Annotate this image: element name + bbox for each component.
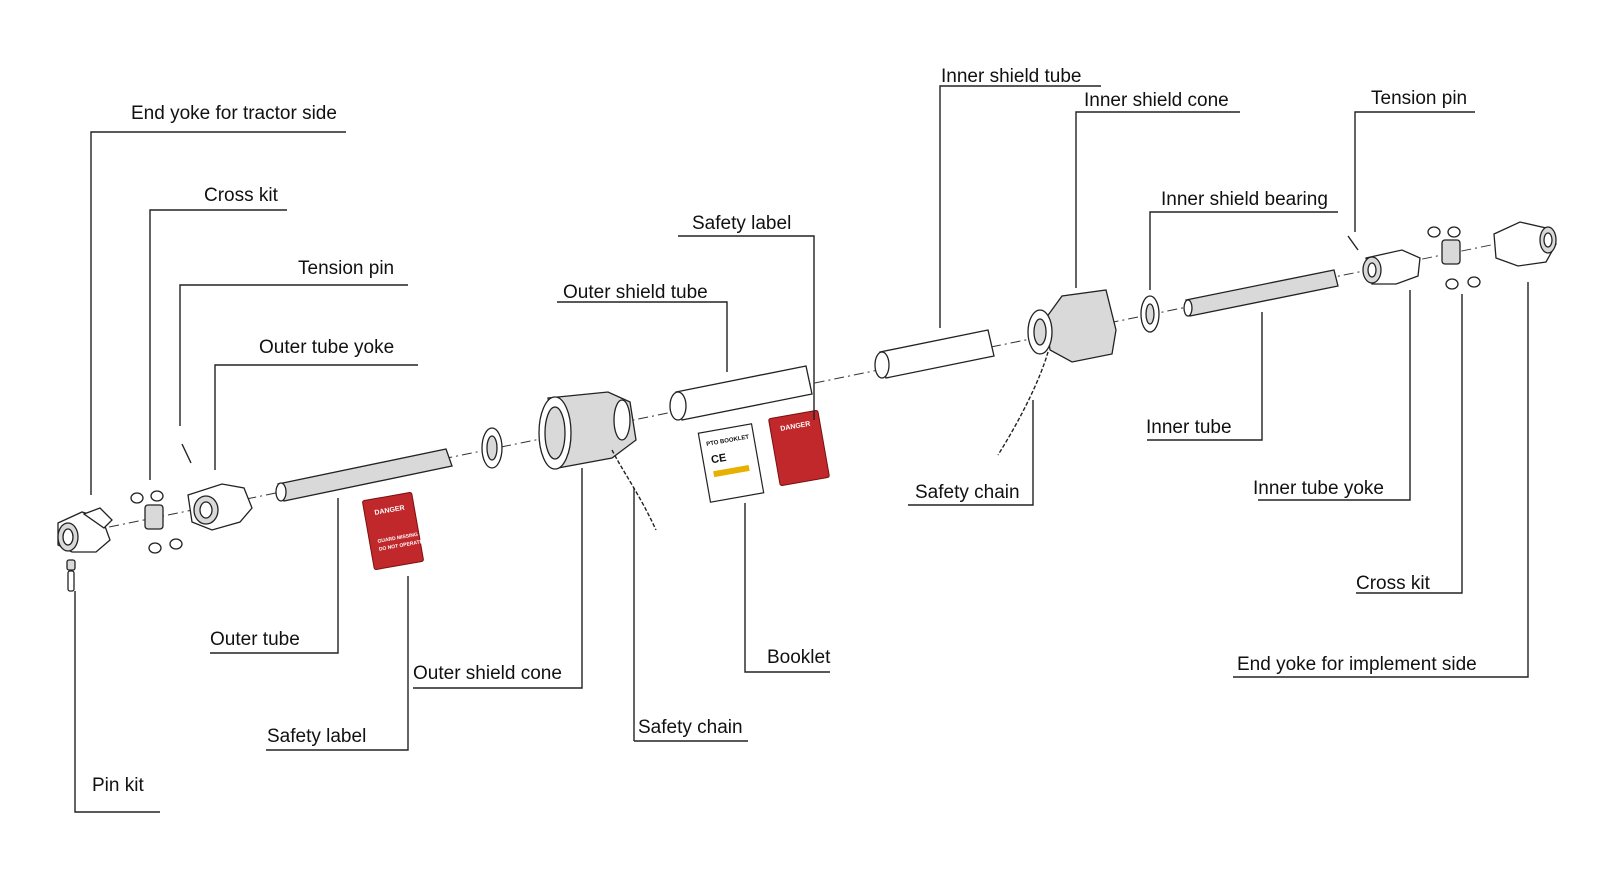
safety-chain-right-part xyxy=(997,351,1049,456)
label-end-yoke-tractor: End yoke for tractor side xyxy=(131,103,337,124)
label-outer-tube: Outer tube xyxy=(210,629,300,650)
safety-label-mid-sticker: DANGER xyxy=(768,409,830,487)
booklet-ce-text: CE xyxy=(710,452,727,466)
label-cross-kit-right: Cross kit xyxy=(1356,573,1431,594)
end-yoke-implement-part xyxy=(1493,221,1557,267)
leader-lines xyxy=(74,85,1529,813)
cross-kit-right-part xyxy=(1427,226,1481,290)
outer-tube-yoke-part xyxy=(187,483,253,531)
label-tension-pin-right: Tension pin xyxy=(1371,88,1467,109)
booklet-part: PTO BOOKLET CE xyxy=(697,423,765,503)
label-inner-shield-cone: Inner shield cone xyxy=(1084,90,1229,111)
label-safety-chain-left: Safety chain xyxy=(638,717,743,738)
cross-kit-left-part xyxy=(130,490,183,554)
label-tension-pin-left: Tension pin xyxy=(298,258,394,279)
label-safety-label-mid: Safety label xyxy=(692,213,791,234)
inner-shield-bearing-part xyxy=(1140,295,1160,333)
label-cross-kit-left: Cross kit xyxy=(204,185,279,206)
label-outer-shield-cone: Outer shield cone xyxy=(413,663,562,684)
tension-pin-right-part xyxy=(1347,235,1359,251)
label-inner-tube-yoke: Inner tube yoke xyxy=(1253,478,1384,499)
label-safety-label-left: Safety label xyxy=(267,726,366,747)
outer-shield-cone-part xyxy=(538,391,637,470)
label-inner-shield-bearing: Inner shield bearing xyxy=(1161,189,1328,210)
label-outer-tube-yoke: Outer tube yoke xyxy=(259,337,394,358)
end-yoke-tractor-part xyxy=(57,507,113,553)
safety-label-left-sticker: DANGER GUARD MISSING DO NOT OPERATE xyxy=(362,492,424,570)
label-end-yoke-implement: End yoke for implement side xyxy=(1237,654,1477,675)
label-inner-shield-tube: Inner shield tube xyxy=(941,66,1082,87)
label-safety-chain-right: Safety chain xyxy=(915,482,1020,503)
inner-shield-tube-part xyxy=(874,329,995,379)
inner-shield-cone-part xyxy=(1027,289,1117,363)
outer-shield-tube-part xyxy=(669,365,813,421)
inner-tube-yoke-part xyxy=(1362,249,1421,285)
pin-kit-part xyxy=(66,559,76,592)
tension-pin-left-part xyxy=(181,443,192,464)
outer-shield-bearing-part xyxy=(481,427,503,469)
label-inner-tube: Inner tube xyxy=(1146,417,1232,438)
outer-tube-part xyxy=(275,448,453,502)
safety-chain-left-part xyxy=(611,449,657,531)
label-booklet: Booklet xyxy=(767,647,831,668)
inner-tube-part xyxy=(1183,269,1339,317)
label-outer-shield-tube: Outer shield tube xyxy=(563,282,708,303)
label-pin-kit: Pin kit xyxy=(92,775,144,796)
